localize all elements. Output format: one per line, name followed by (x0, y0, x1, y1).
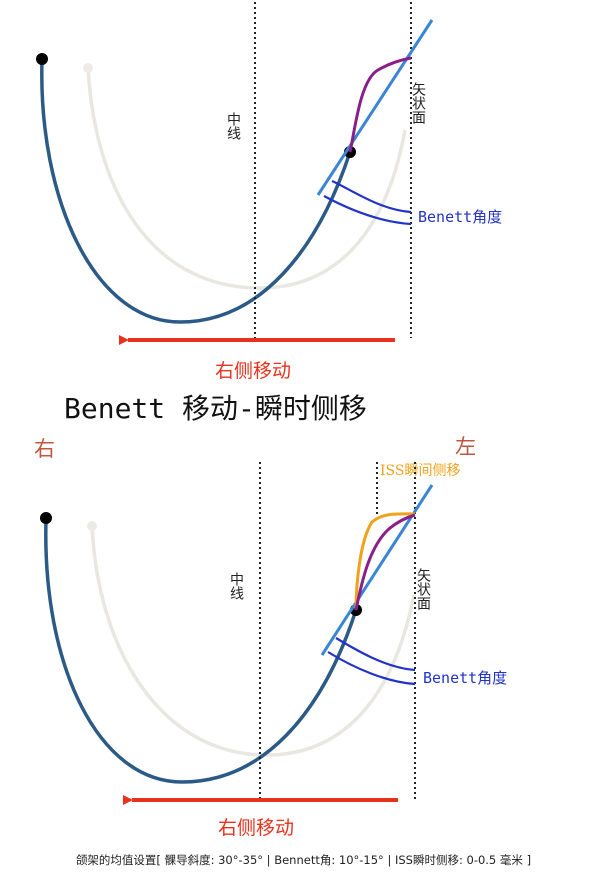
bennett-label-bottom: Benett角度 (423, 669, 507, 687)
bennett-label-top: Benett角度 (418, 208, 502, 226)
ghost-dot-bottom (87, 521, 97, 531)
condyle-path-top (348, 56, 412, 153)
right-side-label: 右 (34, 437, 55, 461)
sagittal-label-top: 矢状面 (410, 82, 426, 124)
condyle-path-bottom (354, 513, 416, 611)
left-condyle-dot-top (36, 53, 48, 65)
ghost-dot-top (83, 63, 93, 73)
page-title: Benett 移动-瞬时侧移 (64, 392, 367, 425)
moved-arch-top (40, 59, 352, 324)
midline-label-bottom: 中线 (228, 572, 244, 600)
iss-path-bottom (354, 512, 416, 611)
bennett-arc-outer-bottom (335, 637, 416, 672)
sagittal-label-bottom: 矢状面 (415, 568, 431, 610)
iss-label: ISS瞬间侧移 (380, 463, 460, 479)
ghost-arch-bottom (90, 525, 416, 757)
moved-arch-bottom (44, 519, 358, 784)
top-panel: 中线 矢状面 Benett角度 右侧移动 (36, 2, 502, 382)
left-condyle-dot-bottom (40, 512, 52, 524)
movement-label-top: 右侧移动 (215, 360, 291, 382)
left-side-label: 左 (455, 435, 476, 459)
ghost-arch-top (86, 67, 407, 290)
midline-label-top: 中线 (225, 112, 241, 140)
tangent-line-top (316, 19, 434, 196)
bennett-arc-inner-bottom (327, 651, 416, 686)
bennett-arc-outer-top (331, 179, 412, 214)
caption: 颌架的均值设置[ 髁导斜度: 30°-35° | Bennett角: 10°-1… (75, 853, 532, 867)
bennett-arc-inner-top (323, 195, 412, 226)
bottom-panel: 右 左 ISS瞬间侧移 中线 矢状面 Benett角度 右侧移动 (34, 435, 507, 839)
movement-label-bottom: 右侧移动 (218, 817, 294, 839)
